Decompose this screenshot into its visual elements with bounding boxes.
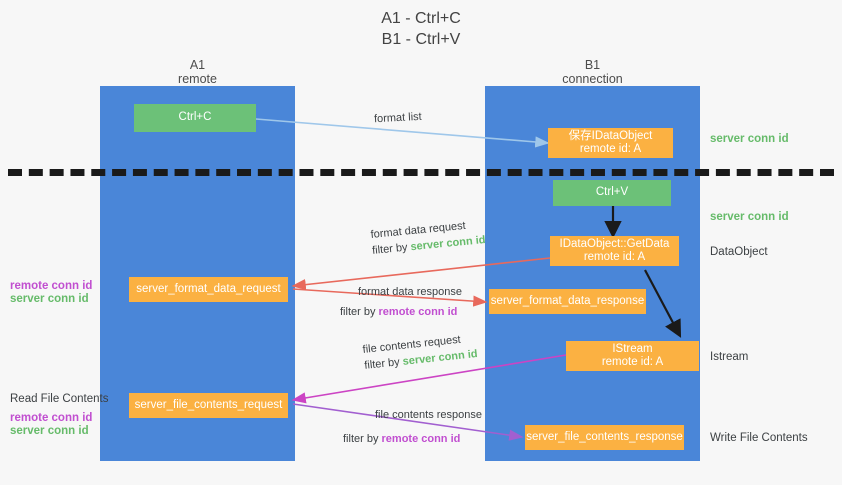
edge-label-format-list-text: format list [373, 110, 422, 126]
annotation-remote-conn-id-2: remote conn id [10, 412, 93, 424]
node-save-idataobject-line2: remote id: A [579, 143, 642, 155]
node-server-format-data-response[interactable]: server_format_data_response [489, 289, 646, 314]
node-idataobject-getdata-line1: IDataObject::GetData [559, 237, 670, 250]
lane-header-a1-sub: remote [178, 72, 217, 86]
lane-header-b1: B1 connection [485, 58, 700, 86]
node-istream[interactable]: IStream remote id: A [566, 341, 699, 371]
node-istream-line1: IStream [612, 342, 653, 355]
node-ctrl-c-label: Ctrl+C [178, 111, 212, 124]
edge-label-format-data-response: format data response filter by remote co… [340, 285, 462, 319]
lane-header-a1: A1 remote [100, 58, 295, 86]
diagram-title: A1 - Ctrl+C B1 - Ctrl+V [0, 8, 842, 50]
node-istream-line2: remote id: A [601, 356, 664, 368]
lane-header-b1-name: B1 [584, 58, 601, 72]
node-server-file-contents-request[interactable]: server_file_contents_request [129, 393, 288, 418]
filter-value-remote-conn-id: remote conn id [378, 306, 458, 318]
node-server-file-contents-response-label: server_file_contents_response [526, 430, 683, 443]
node-idataobject-getdata-line2: remote id: A [583, 251, 646, 263]
filter-prefix: filter by [371, 241, 412, 257]
annotation-server-conn-id-1: server conn id [10, 293, 89, 305]
annotation-server-conn-id-mid: server conn id [710, 211, 789, 223]
annotation-write-file-contents: Write File Contents [710, 432, 808, 444]
lane-header-b1-sub: connection [562, 72, 623, 86]
node-server-file-contents-request-label: server_file_contents_request [134, 398, 283, 411]
annotation-remote-conn-id-1: remote conn id [10, 280, 93, 292]
filter-prefix: filter by [363, 355, 404, 372]
edge-label-file-contents-response: file contents response filter by remote … [343, 408, 483, 446]
annotation-server-conn-id-2: server conn id [10, 425, 89, 437]
filter-prefix: filter by [343, 433, 382, 445]
node-save-idataobject-line1: 保存IDataObject [568, 129, 653, 142]
annotation-dataobject: DataObject [710, 246, 768, 258]
annotation-server-conn-id-top: server conn id [710, 133, 789, 145]
node-server-file-contents-response[interactable]: server_file_contents_response [525, 425, 684, 450]
edge-label-format-data-response-filter: filter by remote conn id [340, 305, 462, 319]
annotation-read-file-contents: Read File Contents [10, 393, 109, 405]
filter-value-remote-conn-id: remote conn id [381, 433, 461, 445]
node-server-format-data-request[interactable]: server_format_data_request [129, 277, 288, 302]
node-ctrl-v-label: Ctrl+V [595, 186, 629, 199]
title-line-1: A1 - Ctrl+C [381, 10, 461, 27]
title-line-2: B1 - Ctrl+V [381, 31, 461, 48]
node-save-idataobject[interactable]: 保存IDataObject remote id: A [548, 128, 673, 158]
edge-label-file-contents-request: file contents request filter by server c… [362, 331, 478, 373]
lane-header-a1-name: A1 [189, 58, 206, 72]
annotation-istream: Istream [710, 351, 749, 363]
node-idataobject-getdata[interactable]: IDataObject::GetData remote id: A [550, 236, 679, 266]
phase-separator [8, 169, 834, 176]
node-server-format-data-request-label: server_format_data_request [136, 282, 281, 295]
node-ctrl-c[interactable]: Ctrl+C [134, 104, 256, 132]
edge-label-file-contents-response-filter: filter by remote conn id [343, 432, 482, 446]
filter-prefix: filter by [340, 306, 379, 318]
edge-label-file-contents-response-text: file contents response [375, 409, 483, 421]
edge-label-format-data-response-text: format data response [358, 286, 462, 298]
node-ctrl-v[interactable]: Ctrl+V [553, 180, 671, 206]
edge-label-format-list: format list [374, 110, 422, 126]
node-server-format-data-response-label: server_format_data_response [490, 294, 645, 307]
edge-label-format-data-request: format data request filter by server con… [370, 217, 486, 258]
